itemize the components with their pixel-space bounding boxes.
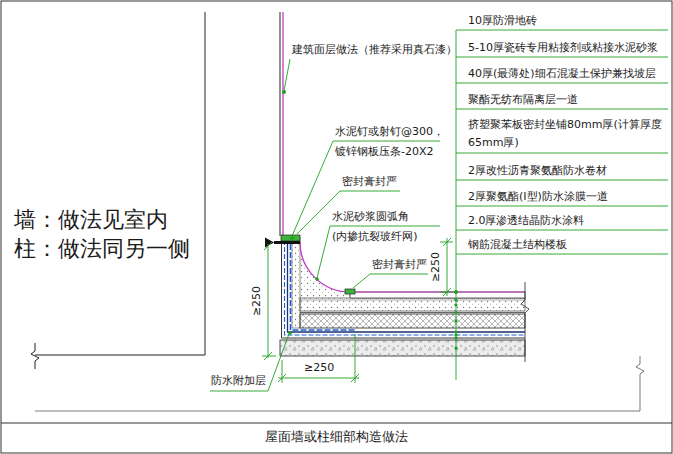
layer-label: 2厚聚氨酯(I型)防水涂膜一道: [468, 190, 608, 203]
leader-line: [456, 109, 668, 110]
layer-label: 10厚防滑地砖: [468, 14, 537, 27]
insulation-board: [300, 314, 525, 328]
caption-rule: [1, 423, 672, 424]
base-line: [35, 411, 640, 412]
callout-label: 水泥砂浆圆弧角 (内掺抗裂玻纤网): [332, 207, 420, 247]
leader-line: [456, 83, 668, 84]
wall-face: [280, 12, 281, 236]
extension-line: [262, 356, 276, 357]
leader-dot: [282, 90, 286, 94]
dimension-tick: [278, 374, 359, 382]
layer-leaders: [456, 30, 668, 380]
dimension-label: ≥250: [429, 252, 442, 282]
steel-strip: [274, 241, 300, 244]
wall-outline: [35, 12, 205, 355]
leader-dot: [454, 336, 457, 339]
finish-line: [350, 291, 525, 292]
leader-line: [456, 30, 668, 31]
leader-line: [456, 180, 668, 181]
fillet-edge: [300, 242, 350, 292]
note-text: 墙：做法见室内: [14, 207, 168, 233]
structural-slab: [280, 340, 525, 356]
leader-line: [210, 334, 289, 391]
leader-line: [353, 274, 428, 288]
leader-line: [456, 230, 668, 231]
leader-line: [284, 59, 290, 91]
callout-leaders: [210, 59, 440, 391]
dimensions: [262, 238, 453, 383]
dimension-line: [268, 244, 269, 358]
mortar-fillet: [300, 242, 350, 298]
leader-dot: [288, 331, 292, 335]
leader-dot: [454, 290, 458, 294]
leader-line: [456, 206, 668, 207]
layer-label: 钢筋混凝土结构楼板: [468, 238, 567, 251]
leader-line: [456, 254, 668, 255]
leader-line: [456, 57, 668, 58]
tile-layer: [350, 292, 525, 298]
sealant: [345, 289, 355, 294]
mortar-layer: [300, 300, 525, 301]
layer-label: 5-10厚瓷砖专用粘接剂或粘接水泥砂浆: [468, 41, 658, 54]
dimension-tick: [264, 242, 272, 360]
dimension-line: [278, 378, 359, 379]
layer-label: 聚酯无纺布隔离层一道: [468, 93, 578, 106]
callout-label: 防水附加层: [211, 374, 266, 387]
leader-line: [456, 153, 668, 154]
extension-line: [282, 360, 283, 383]
additional-layer: [291, 244, 356, 330]
isolation-layer: [300, 312, 525, 313]
sealant: [281, 235, 300, 241]
leader-dot: [454, 303, 457, 306]
dimension-tick: [443, 238, 451, 296]
leader-dot: [454, 333, 457, 336]
callout-label: 密封膏封严: [372, 258, 427, 271]
leader-dot: [454, 311, 457, 314]
layer-label: 40厚(最薄处)细石混凝土保护兼找坡层: [468, 67, 656, 80]
finish-line: [282, 12, 283, 236]
dimension-label: ≥250: [304, 361, 334, 374]
layer-label: 挤塑聚苯板密封坐铺80mm厚(计算厚度 65mm厚): [468, 116, 664, 152]
extension-line: [355, 334, 356, 383]
leader-dot: [290, 236, 294, 240]
leader-dots: [282, 90, 319, 335]
callout-label: 建筑面层做法（推荐采用真石漆）: [292, 43, 457, 56]
nail-symbol: [265, 238, 274, 248]
concrete-layer: [300, 298, 525, 311]
crystalline-coating: [282, 240, 526, 338]
dimension-label: ≥250: [250, 286, 263, 316]
layer-label: 2厚改性沥青聚氨酯防水卷材: [468, 164, 607, 177]
leader-dots: [454, 290, 458, 350]
note-text: 柱：做法同另一侧: [14, 236, 190, 262]
caption: 屋面墙或柱细部构造做法: [0, 429, 673, 445]
callout-label: 水泥钉或射钉@300， 镀锌钢板压条-20X2: [335, 122, 446, 162]
leader-dot: [454, 330, 457, 333]
leader-line: [456, 30, 457, 380]
dimension-line: [447, 238, 448, 296]
leader-dot: [454, 319, 457, 322]
leader-dot: [315, 277, 319, 281]
leader-dot: [454, 298, 457, 301]
upturn-protection: [292, 238, 300, 328]
break-mark: [636, 356, 644, 411]
callout-label: 密封膏封严: [342, 175, 397, 188]
break-mark: [31, 343, 39, 369]
leader-dot: [454, 346, 457, 349]
layer-label: 2.0厚渗透结晶防水涂料: [468, 214, 585, 227]
break-mark: [521, 282, 529, 362]
